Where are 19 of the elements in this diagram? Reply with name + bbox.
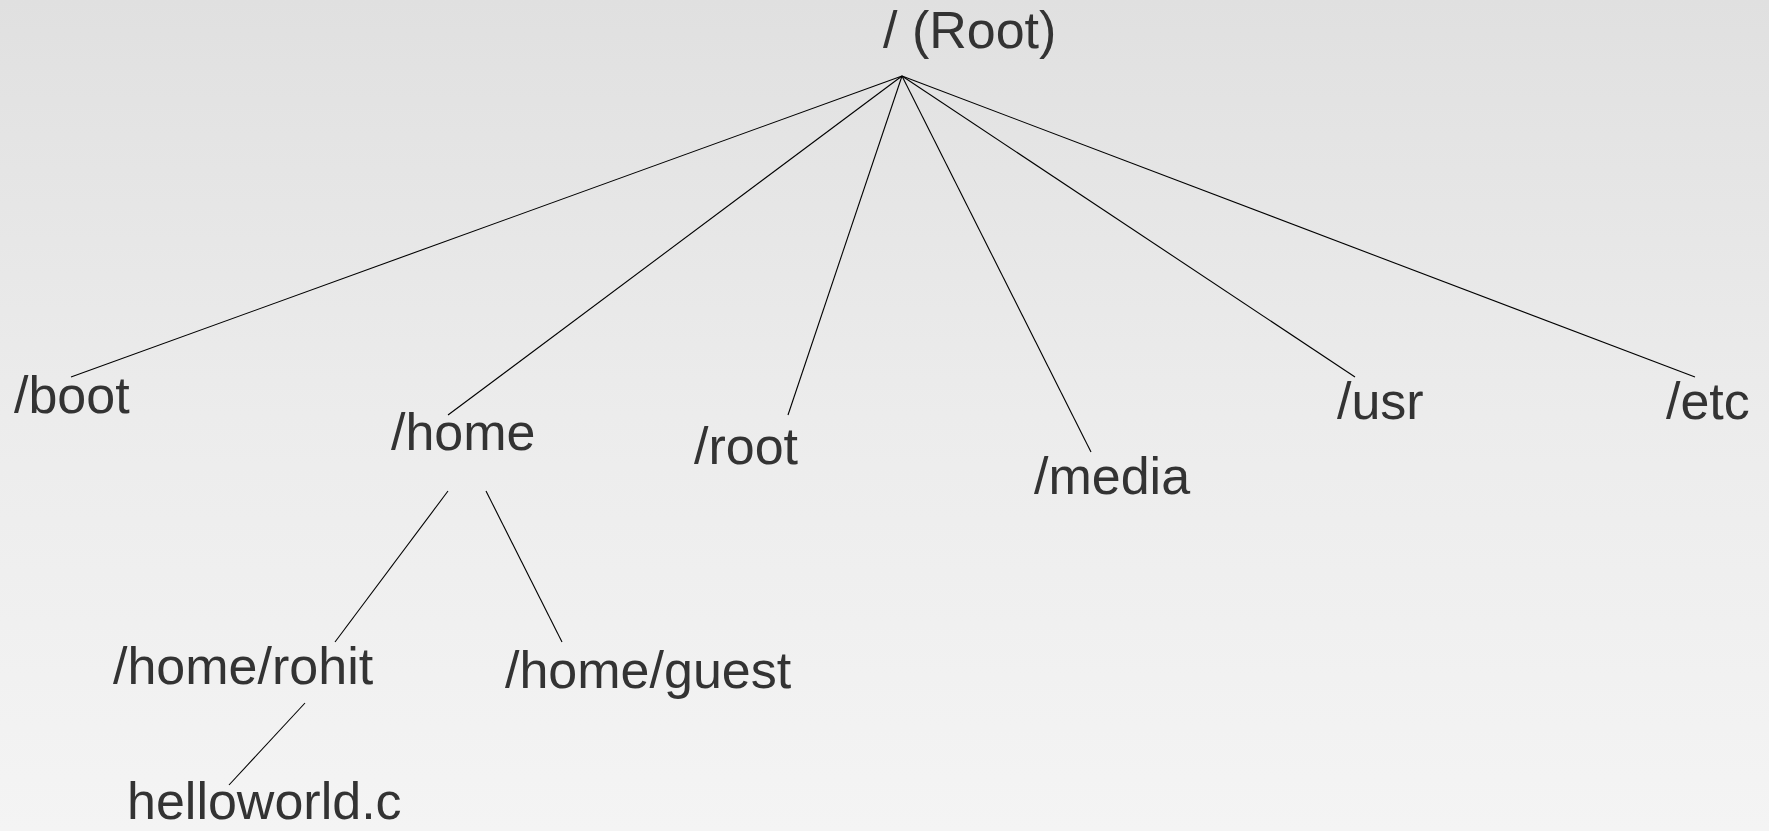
tree-line — [447, 75, 903, 416]
directory-label: / (Root) — [883, 1, 1057, 59]
directory-label: /usr — [1337, 372, 1424, 430]
tree-line — [485, 490, 563, 643]
tree-line — [334, 490, 449, 643]
tree-line — [901, 75, 1696, 378]
tree-line — [901, 75, 1356, 378]
directory-label: /root — [694, 417, 799, 475]
directory-label: /media — [1034, 447, 1191, 505]
tree-line — [70, 75, 903, 378]
directory-label: /boot — [14, 366, 130, 424]
directory-label: /home/rohit — [113, 637, 374, 695]
directory-label: /home/guest — [505, 641, 792, 699]
directory-label: /home — [391, 403, 536, 461]
tree-line — [787, 75, 903, 416]
directory-label: helloworld.c — [127, 772, 402, 830]
tree-line — [901, 75, 1092, 453]
directory-label: /etc — [1666, 372, 1750, 430]
tree-line — [228, 702, 306, 786]
